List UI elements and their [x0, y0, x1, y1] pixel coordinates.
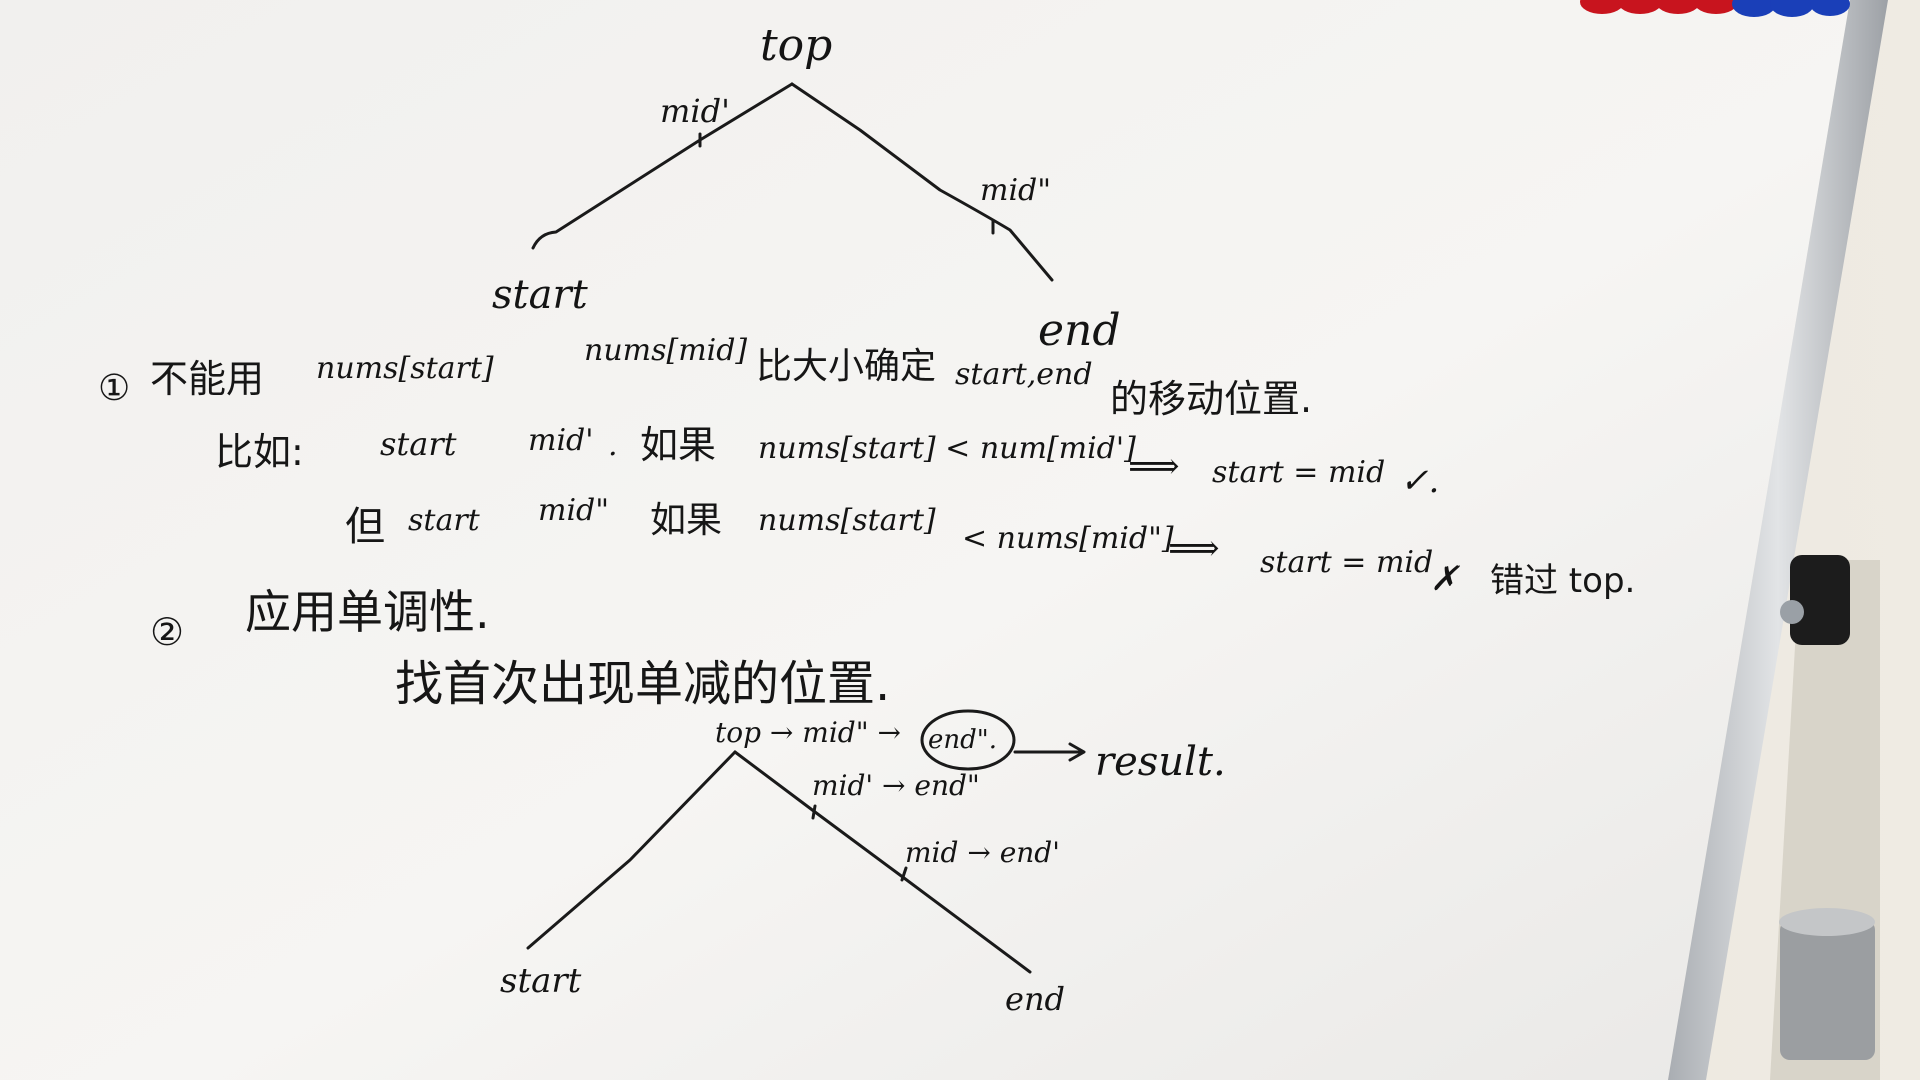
diagram-2-mid1-tick [811, 804, 817, 820]
start-label: start [492, 272, 589, 318]
metal-cup [1780, 920, 1875, 1060]
magnets [1580, 0, 1850, 17]
note-3-text-a: 但 [345, 504, 385, 550]
note-2-text-h: start = mid [1212, 455, 1385, 490]
diagram-2-left-slope [526, 750, 737, 950]
note-3-text-d: 如果 [650, 500, 722, 541]
magnet-blue-icon [1770, 0, 1814, 17]
diagram-1-left-slope [531, 82, 794, 250]
note-2-text-i: ✓. [1400, 461, 1439, 501]
note-1-text-b: nums[start] [316, 351, 494, 386]
diagram-2-end-label: end [1005, 980, 1065, 1018]
note-2-text-f: nums[start] < num[mid'] [758, 431, 1136, 466]
note-1-number: ① [98, 368, 130, 409]
chain-1-end-label: end". [928, 725, 997, 755]
diagram-2-mid-tick [900, 866, 908, 882]
stand-clamp [1790, 555, 1850, 645]
note-1-text-d: 比大小确定 [756, 346, 936, 387]
result-arrow [1013, 742, 1086, 762]
note-4-text-a: 应用单调性. [245, 585, 490, 639]
note-3-text-f: < nums[mid"] [962, 521, 1174, 556]
whiteboard-surface [0, 0, 1850, 1080]
note-5-text-a: 找首次出现单减的位置. [395, 656, 890, 712]
notes: ① 不能用 nums[start] nums[mid] 比大小确定 start,… [98, 333, 1635, 712]
mid2-label: mid" [980, 173, 1051, 208]
chain-3-label: mid → end' [905, 836, 1060, 869]
metal-cup-rim [1779, 908, 1875, 936]
note-3-text-g: ⟹ [1168, 528, 1220, 569]
note-1-text-c: nums[mid] [584, 333, 747, 368]
magnet-red-icon [1656, 0, 1700, 14]
note-3-text-c: mid" [538, 493, 609, 528]
top-label: top [760, 20, 832, 71]
magnet-blue-icon [1732, 0, 1776, 17]
note-3-text-e: nums[start] [758, 503, 936, 538]
magnet-blue-icon [1810, 0, 1850, 16]
note-1-text-e: start,end [955, 357, 1093, 392]
diagram-2: top → mid" → end". result. mid' → end" m… [500, 709, 1226, 1018]
diagram-1-right-slope [790, 82, 1054, 282]
diagram-2-start-label: start [500, 961, 582, 1001]
note-2-text-c: mid' [528, 423, 594, 458]
note-1-text-a: 不能用 [150, 357, 264, 401]
whiteboard-frame [1668, 0, 1888, 1080]
note-1-text-f: 的移动位置. [1110, 377, 1312, 421]
chain-2-label: mid' → end" [812, 769, 980, 802]
end-label: end [1038, 305, 1121, 356]
result-label: result. [1095, 739, 1226, 785]
end-circle [920, 709, 1016, 771]
note-3-text-b: start [408, 503, 481, 538]
note-2-text-b: start [380, 425, 457, 463]
note-3-text-i: ✗ [1430, 559, 1460, 599]
note-2-text-e: 如果 [640, 423, 716, 467]
note-2-text-d: . [608, 428, 618, 463]
note-2-text-g: ⟹ [1128, 446, 1180, 487]
magnet-red-icon [1580, 0, 1624, 14]
diagram-1: top mid' mid" start end [492, 20, 1121, 356]
note-2-text-a: 比如: [215, 430, 304, 474]
note-4-number: ② [150, 610, 184, 654]
stand-knob [1780, 600, 1804, 624]
magnet-red-icon [1618, 0, 1662, 14]
note-3-text-j: 错过 top. [1490, 561, 1635, 601]
diagram-2-right-slope [733, 750, 1032, 974]
mid1-label: mid' [660, 92, 730, 130]
magnet-red-icon [1694, 0, 1738, 14]
note-3-text-h: start = mid [1260, 545, 1433, 580]
chain-1-label: top → mid" → [715, 716, 901, 749]
